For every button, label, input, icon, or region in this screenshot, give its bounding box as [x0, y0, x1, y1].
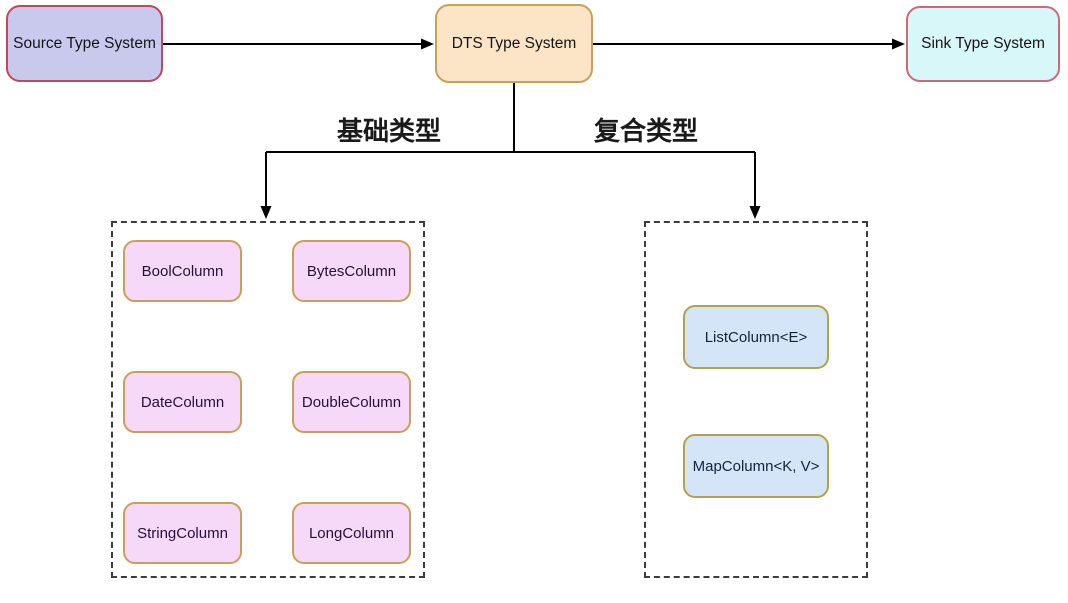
map-column-node: MapColumn<K, V> [683, 434, 829, 498]
composite-types-group-box [644, 221, 868, 578]
bool-column-node: BoolColumn [123, 240, 242, 302]
arrowhead-dts-to-sink [892, 38, 905, 50]
composite-types-branch-label: 复合类型 [594, 116, 699, 146]
sink-type-system-node: Sink Type System [906, 6, 1060, 82]
long-column-node: LongColumn [292, 502, 411, 564]
arrowhead-source-to-dts [421, 38, 434, 50]
arrowhead-basic-branch [260, 206, 272, 219]
arrowhead-composite-branch [749, 206, 761, 219]
basic-types-group-box [111, 221, 425, 578]
list-column-node: ListColumn<E> [683, 305, 829, 369]
date-column-node: DateColumn [123, 371, 242, 433]
bytes-column-node: BytesColumn [292, 240, 411, 302]
basic-types-branch-label: 基础类型 [337, 116, 442, 146]
double-column-node: DoubleColumn [292, 371, 411, 433]
string-column-node: StringColumn [123, 502, 242, 564]
source-type-system-node: Source Type System [6, 5, 163, 82]
dts-type-system-node: DTS Type System [435, 4, 593, 83]
